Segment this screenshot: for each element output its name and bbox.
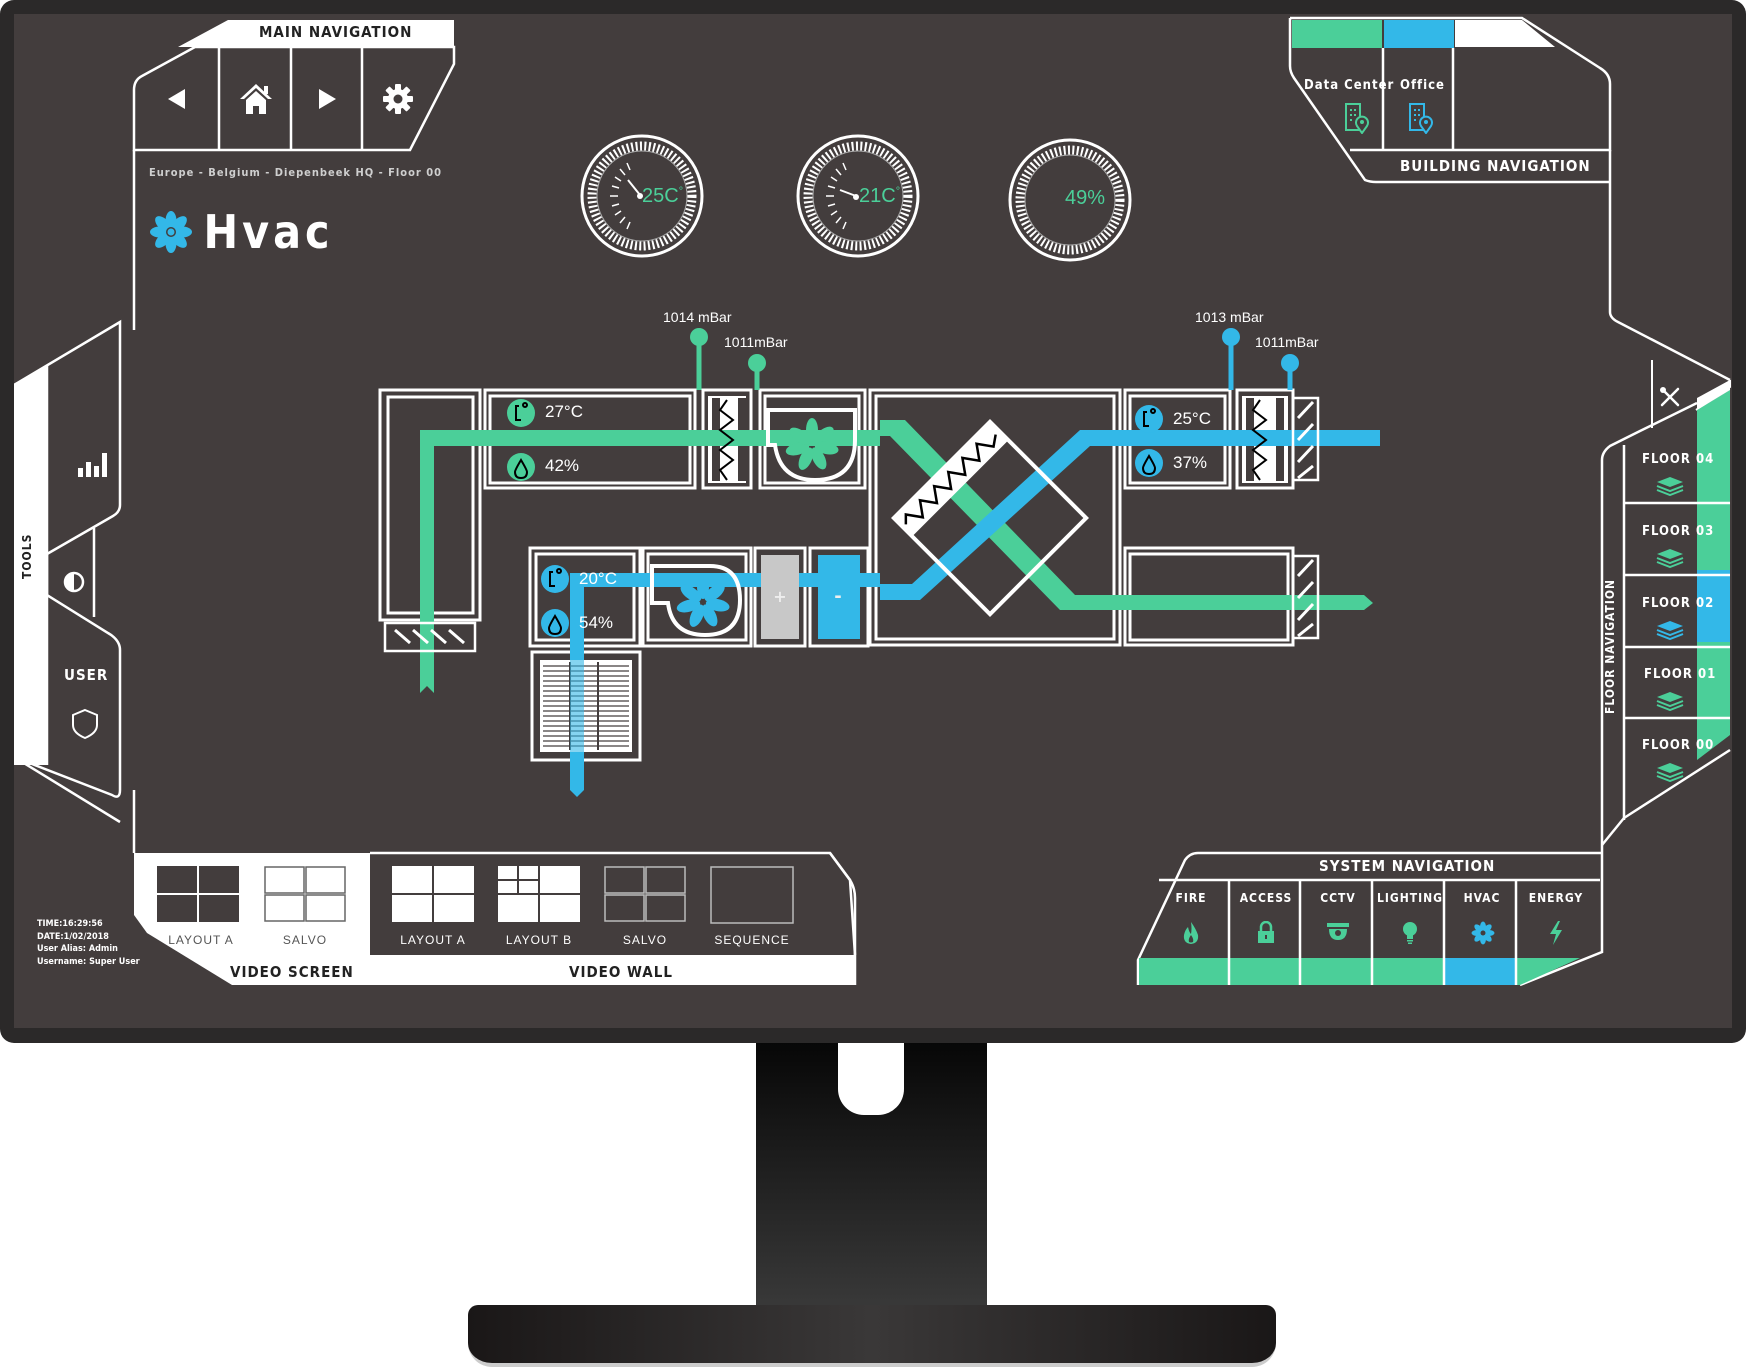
user-button[interactable]: USER xyxy=(54,664,134,754)
gear-icon xyxy=(383,84,413,114)
layers-icon xyxy=(1656,477,1684,496)
monitor-stand-notch xyxy=(838,1043,904,1115)
pressure-label: 1013 mBar xyxy=(1195,309,1264,325)
building-data-center[interactable]: Data Center xyxy=(1300,48,1393,150)
video-wall-salvo[interactable]: SALVO xyxy=(598,860,690,960)
supply-fan-icon xyxy=(766,408,857,483)
layers-icon xyxy=(1656,692,1684,711)
video-wall-sequence[interactable]: SEQUENCE xyxy=(704,860,800,960)
system-access-button[interactable]: ACCESS xyxy=(1230,881,1302,957)
building-location-icon xyxy=(1345,103,1369,134)
status-username: Username: Super User xyxy=(37,956,140,967)
back-button[interactable] xyxy=(134,48,219,150)
building-office[interactable]: Office xyxy=(1384,48,1454,150)
grid-2x2-outline-icon xyxy=(604,866,686,922)
shield-icon xyxy=(72,708,98,740)
sensor-humidity: 54% xyxy=(579,613,614,632)
bulb-icon xyxy=(1403,922,1417,944)
flame-icon xyxy=(1183,922,1199,944)
gauge-return-temp: 21C° xyxy=(859,185,901,207)
sensor-temp: 27°C xyxy=(545,402,583,421)
grid-2x2-icon xyxy=(157,866,239,922)
frame-and-diagram: + - xyxy=(14,16,1731,987)
triangle-left-icon xyxy=(167,89,185,109)
pressure-label: 1011mBar xyxy=(1255,334,1319,350)
gauge-humidity: 49% xyxy=(1064,187,1106,209)
forward-button[interactable] xyxy=(292,48,362,150)
floor-04-button[interactable]: FLOOR 04 xyxy=(1626,444,1713,502)
floor-02-button[interactable]: FLOOR 02 xyxy=(1626,588,1713,646)
system-nav-title: SYSTEM NAVIGATION xyxy=(1319,857,1496,875)
pressure-label: 1011mBar xyxy=(724,334,788,350)
floor-00-button[interactable]: FLOOR 00 xyxy=(1626,730,1713,788)
cooler-sign: - xyxy=(834,586,841,607)
main-nav-title: MAIN NAVIGATION xyxy=(259,23,413,41)
video-wall-title: VIDEO WALL xyxy=(569,963,673,981)
floor-tools-button[interactable] xyxy=(1652,372,1688,422)
fan-icon xyxy=(150,211,192,253)
dome-camera-icon xyxy=(1327,923,1349,940)
video-screen-title: VIDEO SCREEN xyxy=(230,963,354,981)
contrast-button[interactable] xyxy=(54,562,94,602)
page-title-group: Hvac xyxy=(149,205,334,259)
floor-03-button[interactable]: FLOOR 03 xyxy=(1626,516,1713,574)
tools-label: TOOLS xyxy=(20,533,34,579)
video-wall-layout-a[interactable]: LAYOUT A xyxy=(386,860,478,960)
layers-icon xyxy=(1656,763,1684,782)
floor-nav-title: FLOOR NAVIGATION xyxy=(1603,578,1617,714)
system-energy-button[interactable]: ENERGY xyxy=(1518,881,1594,957)
status-info: TIME:16:29:56 DATE:1/02/2018 User Alias:… xyxy=(37,918,140,968)
sensor-humidity: 42% xyxy=(545,456,580,475)
settings-button[interactable] xyxy=(363,48,433,150)
system-cctv-button[interactable]: CCTV xyxy=(1302,881,1374,957)
analytics-button[interactable] xyxy=(64,434,120,494)
triangle-right-icon xyxy=(319,89,336,109)
status-time: TIME:16:29:56 xyxy=(37,919,103,929)
grid-2x2-outline-icon xyxy=(264,866,346,922)
building-nav-title: BUILDING NAVIGATION xyxy=(1400,157,1591,175)
building-location-icon xyxy=(1409,103,1433,134)
fan-icon xyxy=(1471,921,1495,945)
lock-icon xyxy=(1258,921,1274,943)
layers-icon xyxy=(1656,549,1684,568)
system-lighting-button[interactable]: LIGHTING xyxy=(1374,881,1446,957)
floor-01-button[interactable]: FLOOR 01 xyxy=(1626,659,1715,717)
monitor-stand-base xyxy=(468,1305,1276,1367)
video-wall-layout-b[interactable]: LAYOUT B xyxy=(492,860,584,960)
breadcrumb: Europe - Belgium - Diepenbeek HQ - Floor… xyxy=(149,166,442,179)
sensor-temp: 20°C xyxy=(579,569,617,588)
system-fire-button[interactable]: FIRE xyxy=(1153,881,1229,957)
gauge-supply-temp: 25C° xyxy=(642,185,684,207)
sensor-humidity: 37% xyxy=(1173,453,1208,472)
return-fan-icon xyxy=(650,564,743,638)
heater-sign: + xyxy=(773,587,786,606)
lightning-icon xyxy=(1550,921,1562,945)
contrast-icon xyxy=(63,571,85,593)
hvac-screen: + - MAIN NAVIGATION Europe - Belgium - D… xyxy=(14,14,1732,1028)
grid-mixed-icon xyxy=(498,866,580,922)
pressure-label: 1014 mBar xyxy=(663,309,732,325)
bar-chart-icon xyxy=(78,453,107,477)
video-screen-layout-a[interactable]: LAYOUT A xyxy=(151,860,241,960)
wrench-screwdriver-icon xyxy=(1660,387,1680,407)
grid-2x2-icon xyxy=(392,866,474,922)
status-date: DATE:1/02/2018 xyxy=(37,931,109,942)
video-screen-salvo[interactable]: SALVO xyxy=(259,860,349,960)
system-hvac-button[interactable]: HVAC xyxy=(1446,881,1518,957)
sensor-temp: 25°C xyxy=(1173,409,1211,428)
layers-icon xyxy=(1656,621,1684,640)
home-icon xyxy=(239,84,272,114)
page-title: Hvac xyxy=(203,205,334,259)
home-button[interactable] xyxy=(220,48,291,150)
single-screen-icon xyxy=(710,866,794,924)
status-alias: User Alias: Admin xyxy=(37,944,118,954)
